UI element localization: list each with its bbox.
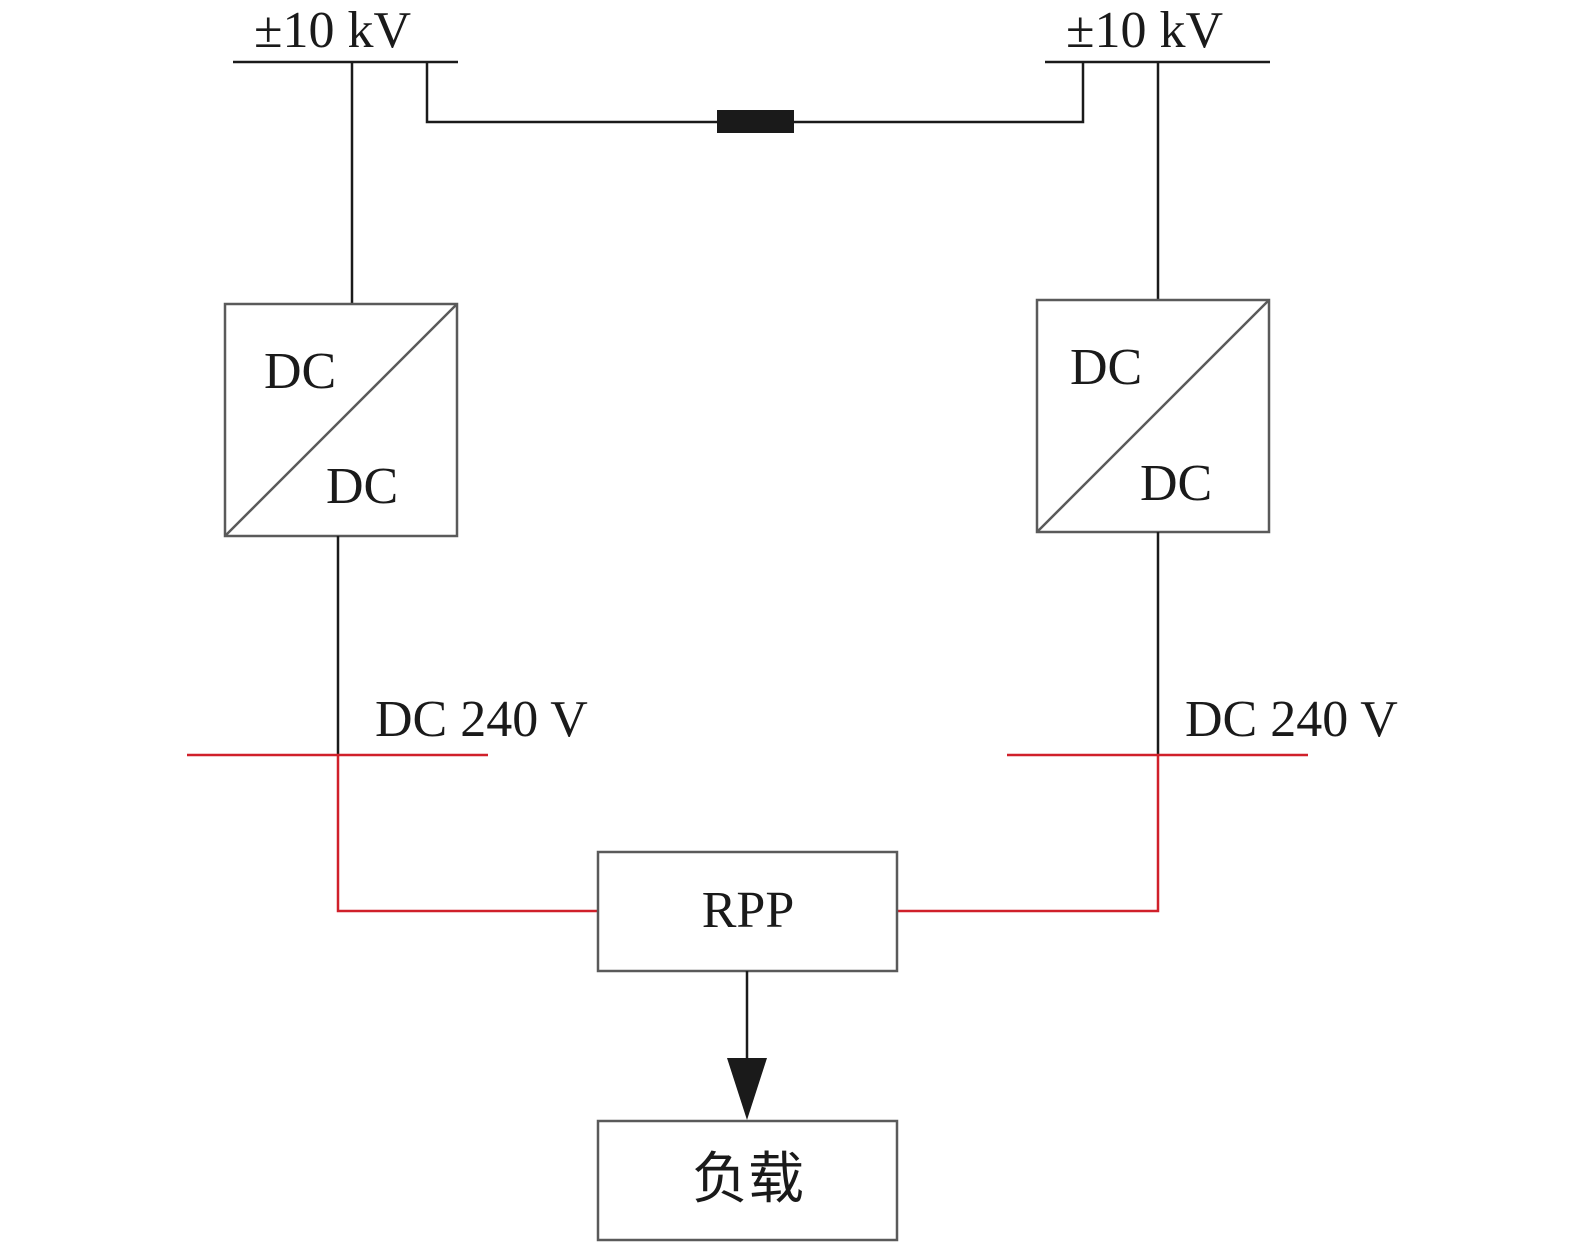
load-label: 负载 (692, 1147, 804, 1212)
hv-bus-left-label: ±10 kV (254, 2, 411, 59)
converter-left-diagonal (224, 303, 458, 537)
converter-right-top-label: DC (1070, 339, 1142, 396)
converter-right-diagonal (1036, 299, 1270, 533)
rpp-label: RPP (702, 882, 795, 939)
arrow-down-icon (727, 1058, 767, 1120)
rpp-feed-left (336, 755, 598, 913)
load-block: 负载 (596, 1119, 899, 1242)
dcdc-converter-right: DC DC (1035, 298, 1271, 534)
converter-left-top-label: DC (264, 343, 336, 400)
rpp-feed-right (897, 755, 1160, 913)
hv-bus-right-label: ±10 kV (1066, 2, 1223, 59)
load-box (596, 1119, 899, 1242)
tie-link-element (717, 110, 794, 133)
dc-bus-right-label: DC 240 V (1185, 691, 1398, 748)
rpp-box (596, 850, 899, 973)
converter-left-bottom-label: DC (326, 458, 398, 515)
rpp-block: RPP (596, 850, 899, 973)
dc-bus-left-label: DC 240 V (375, 691, 588, 748)
dcdc-converter-left: DC DC (223, 302, 459, 538)
converter-right-bottom-label: DC (1140, 455, 1212, 512)
